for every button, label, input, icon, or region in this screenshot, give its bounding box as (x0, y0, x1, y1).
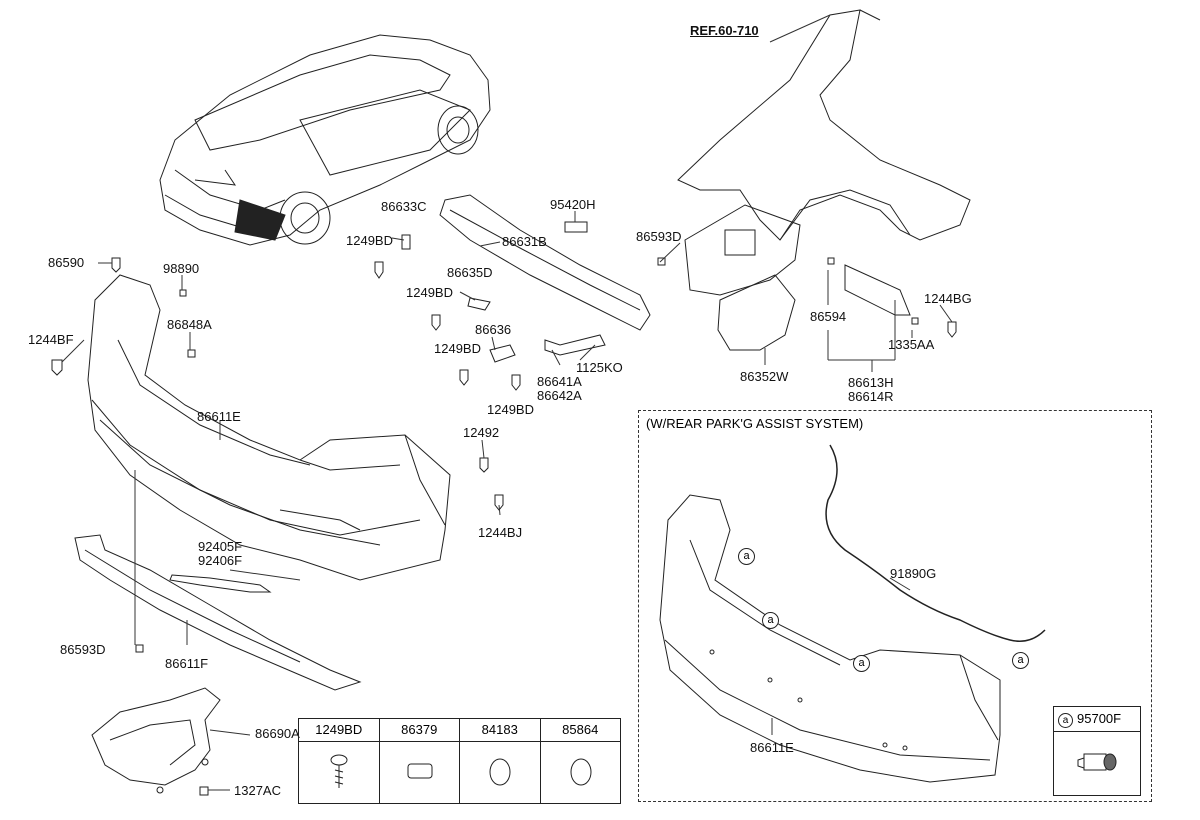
part-label-98890[interactable]: 98890 (163, 261, 200, 276)
ring-icon (570, 758, 591, 786)
parts-table-header: 85864 (540, 719, 620, 742)
part-label-91890G[interactable]: 91890G (890, 566, 937, 581)
part-label-86641A[interactable]: 86641A (537, 374, 582, 389)
screw-icon (330, 754, 348, 788)
part-label-86848A[interactable]: 86848A (167, 317, 212, 332)
part-label-86590[interactable]: 86590 (48, 255, 85, 270)
legend-header[interactable]: a 95700F (1054, 707, 1140, 732)
part-label-86593D-a[interactable]: 86593D (60, 642, 106, 657)
part-label-1249BD-d[interactable]: 1249BD (487, 402, 534, 417)
grommet-icon (489, 758, 511, 786)
parts-table-cell[interactable]: 86379 (379, 719, 460, 803)
part-label-1125KO[interactable]: 1125KO (576, 360, 623, 375)
part-label-86633C[interactable]: 86633C (381, 199, 427, 214)
legend-box: a 95700F (1053, 706, 1141, 796)
part-label-86611E[interactable]: 86611E (197, 409, 241, 424)
part-label-86642A[interactable]: 86642A (537, 388, 582, 403)
park-sensor-icon (1077, 753, 1117, 771)
callout-a-1: a (738, 548, 755, 565)
parts-table-cell[interactable]: 84183 (460, 719, 541, 803)
part-label-86635D[interactable]: 86635D (447, 265, 493, 280)
reflector-strip (169, 574, 272, 593)
part-label-86690A[interactable]: 86690A (255, 726, 300, 741)
rear-bumper-cover (87, 274, 451, 581)
part-label-86613H[interactable]: 86613H (848, 375, 894, 390)
legend-part-number: 95700F (1077, 711, 1122, 726)
part-label-12492[interactable]: 12492 (463, 425, 500, 440)
parts-table-cell[interactable]: 1249BD (299, 719, 380, 803)
part-label-1244BJ[interactable]: 1244BJ (478, 525, 523, 540)
parts-table-header: 1249BD (299, 719, 379, 742)
part-label-1249BD-c[interactable]: 1249BD (434, 341, 481, 356)
rear-bumper-lower (74, 534, 362, 691)
part-label-1327AC[interactable]: 1327AC (234, 783, 281, 798)
part-label-86611E-inset[interactable]: 86611E (750, 740, 794, 755)
part-label-86631B[interactable]: 86631B (502, 234, 547, 249)
callout-a-4: a (1012, 652, 1029, 669)
parts-table-cell[interactable]: 85864 (540, 719, 620, 803)
part-label-1249BD-b[interactable]: 1249BD (406, 285, 453, 300)
ref-label[interactable]: REF.60-710 (690, 23, 759, 38)
parts-table: 1249BD 86379 84183 85864 (298, 718, 621, 804)
wiring-harness (825, 444, 1046, 642)
parts-table-header: 84183 (460, 719, 540, 742)
part-label-1244BG[interactable]: 1244BG (924, 291, 972, 306)
parts-table-header: 86379 (379, 719, 459, 742)
part-label-86636[interactable]: 86636 (475, 322, 512, 337)
inset-title: (W/REAR PARK'G ASSIST SYSTEM) (646, 416, 864, 431)
part-label-92406F[interactable]: 92406F (198, 553, 243, 568)
legend-letter: a (1058, 713, 1073, 728)
part-label-86593D-b[interactable]: 86593D (636, 229, 682, 244)
fasteners (51, 221, 606, 796)
under-cover (91, 687, 221, 794)
quarter-panel-ref (677, 9, 971, 241)
car-overview-illustration (159, 34, 491, 246)
park-assist-inset (638, 410, 1152, 802)
part-label-86352W[interactable]: 86352W (740, 369, 789, 384)
callout-a-3: a (853, 655, 870, 672)
part-label-92405F[interactable]: 92405F (198, 539, 243, 554)
part-label-1244BF[interactable]: 1244BF (28, 332, 74, 347)
callout-a-2: a (762, 612, 779, 629)
inset-bumper (659, 494, 1001, 783)
part-label-86611F[interactable]: 86611F (165, 656, 209, 671)
part-label-95420H[interactable]: 95420H (550, 197, 596, 212)
part-label-86594[interactable]: 86594 (810, 309, 847, 324)
part-label-1335AA[interactable]: 1335AA (888, 337, 935, 352)
leader-lines (61, 14, 953, 791)
plug-icon (407, 763, 432, 779)
bumper-beam (439, 194, 651, 331)
part-label-1249BD-a[interactable]: 1249BD (346, 233, 393, 248)
side-bracket (657, 204, 957, 351)
part-label-86614R[interactable]: 86614R (848, 389, 894, 404)
